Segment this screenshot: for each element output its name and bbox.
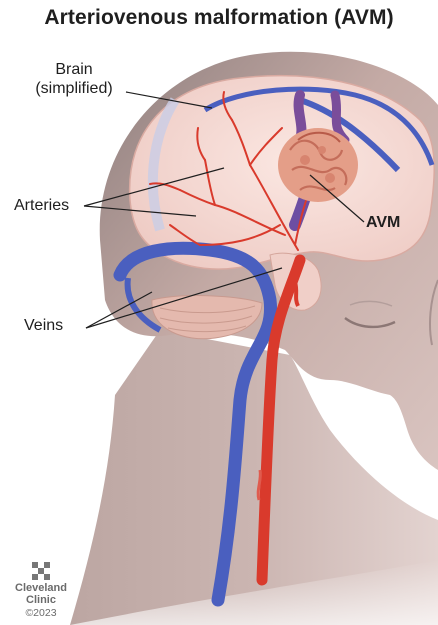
avm-tangle <box>278 128 358 202</box>
brain-label-line2: (simplified) <box>22 79 126 98</box>
arteries-label: Arteries <box>14 196 69 215</box>
brain-label: Brain (simplified) <box>22 60 126 98</box>
logo-line-1: Cleveland <box>6 582 76 594</box>
avm-label: AVM <box>366 213 400 232</box>
page-title: Arteriovenous malformation (AVM) <box>0 6 438 30</box>
brain-label-line1: Brain <box>22 60 126 79</box>
logo-block: Cleveland Clinic ©2023 <box>6 561 76 620</box>
copyright-text: ©2023 <box>6 607 76 620</box>
logo-line-2: Clinic <box>6 594 76 606</box>
veins-label: Veins <box>24 316 63 335</box>
artery-small <box>295 282 298 306</box>
